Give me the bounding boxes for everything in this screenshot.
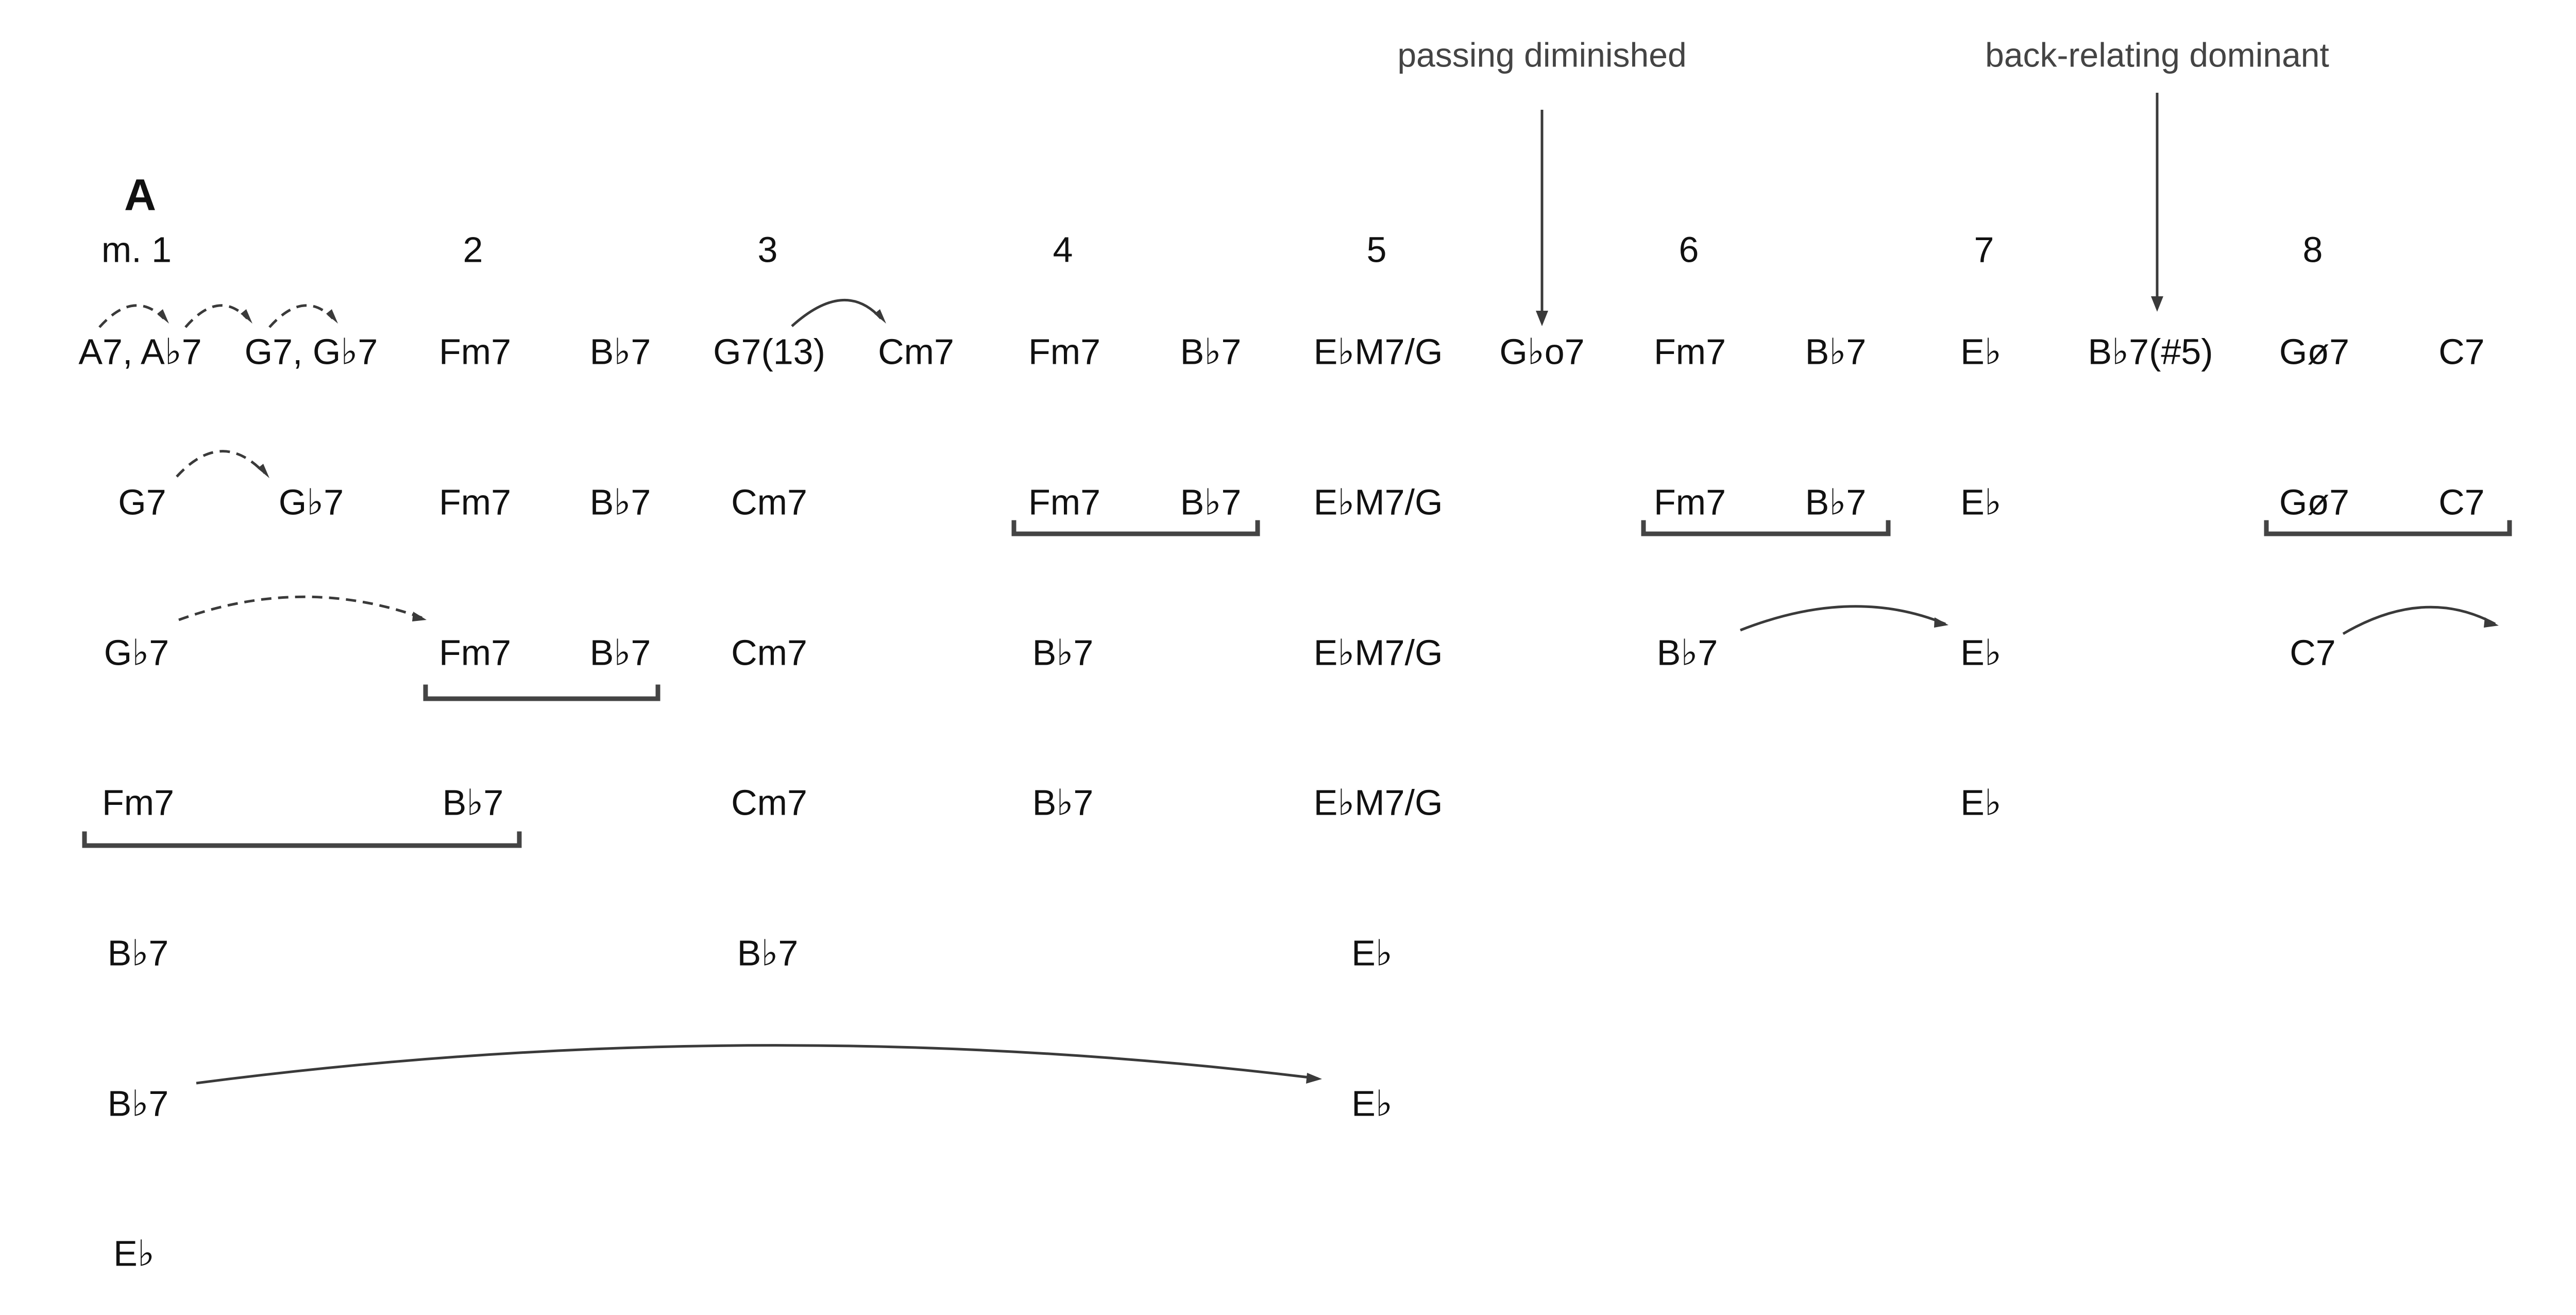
chord-r3-bb7-m6: B♭7 — [1657, 632, 1718, 672]
chord-r1-fm7: Fm7 — [439, 331, 511, 372]
chord-r2-bb7-m6: B♭7 — [1805, 482, 1867, 522]
measure-number-3: 3 — [758, 229, 778, 269]
chord-r1-bb7: B♭7 — [590, 331, 651, 372]
chord-r2-fm7-m4: Fm7 — [1028, 482, 1100, 522]
chord-r4-bb7-m4: B♭7 — [1032, 782, 1094, 822]
bracket-r2-m6 — [1641, 520, 1891, 536]
dashed-arc-r1-a — [98, 304, 165, 328]
chord-r2-gb7: G♭7 — [279, 482, 344, 522]
chord-r2-fm7: Fm7 — [439, 482, 511, 522]
chord-r1-cm7: Cm7 — [878, 331, 954, 372]
chord-r1-bb7-sharp5: B♭7(#5) — [2088, 331, 2213, 372]
chord-r4-bb7: B♭7 — [443, 782, 504, 822]
dashed-arc-head-r1-b — [241, 309, 252, 324]
chord-r1-a7-ab7: A7, A♭7 — [78, 331, 201, 372]
chord-r1-fm7-m6: Fm7 — [1654, 331, 1726, 372]
bracket-r3-m2 — [423, 684, 660, 701]
chord-r1-gbo7: G♭o7 — [1499, 331, 1584, 372]
measure-number-5: 5 — [1367, 229, 1387, 269]
chord-r1-eb: E♭ — [1960, 331, 2002, 372]
chord-r3-c7: C7 — [2290, 632, 2335, 672]
dashed-arc-r2 — [176, 450, 265, 478]
chord-r3-bb7: B♭7 — [590, 632, 651, 672]
chord-r5-eb: E♭ — [1351, 933, 1393, 973]
chord-r2-fm7-m6: Fm7 — [1654, 482, 1726, 522]
chord-r1-ebm7-g: E♭M7/G — [1314, 331, 1443, 372]
solid-arc-r6 — [196, 1044, 1318, 1085]
chord-r2-g7: G7 — [118, 482, 166, 522]
chord-r2-g-half-dim7: Gø7 — [2279, 482, 2349, 522]
chord-r1-bb7-m4: B♭7 — [1180, 331, 1242, 372]
dashed-arc-head-r3 — [412, 612, 427, 621]
section-label: A — [124, 171, 156, 220]
solid-arc-r3-m8 — [2342, 605, 2496, 635]
dashed-arc-r3 — [178, 595, 424, 621]
chord-r4-fm7: Fm7 — [102, 782, 174, 822]
chord-r2-eb: E♭ — [1960, 482, 2002, 522]
solid-arc-head-r3-m6 — [1934, 617, 1948, 628]
dashed-arc-head-r1-a — [157, 309, 169, 324]
chord-r2-bb7-m4: B♭7 — [1180, 482, 1242, 522]
chord-r6-eb: E♭ — [1351, 1083, 1393, 1123]
chord-r4-eb: E♭ — [1960, 782, 2002, 822]
bracket-r4-m1-2 — [82, 831, 522, 848]
chord-r1-g7-13: G7(13) — [713, 331, 825, 372]
chord-r5-bb7: B♭7 — [108, 933, 169, 973]
annotation-passing-diminished: passing diminished — [1397, 36, 1686, 74]
measure-number-6: 6 — [1679, 229, 1699, 269]
bracket-r2-m8 — [2264, 520, 2512, 536]
chord-r2-ebm7-g: E♭M7/G — [1314, 482, 1443, 522]
dashed-arc-head-r2 — [258, 464, 269, 478]
chord-r3-fm7: Fm7 — [439, 632, 511, 672]
solid-arc-head-r3-m8 — [2484, 617, 2499, 628]
measure-number-7: 7 — [1974, 229, 1994, 269]
bracket-r2-m4 — [1011, 520, 1260, 536]
measure-number-4: 4 — [1053, 229, 1073, 269]
chord-r1-bb7-m6: B♭7 — [1805, 331, 1867, 372]
chord-r2-cm7: Cm7 — [731, 482, 807, 522]
measure-number-1: m. 1 — [101, 229, 172, 269]
chord-r3-gb7: G♭7 — [104, 632, 169, 672]
solid-arc-r3-m6 — [1740, 605, 1946, 632]
solid-arc-head-r1 — [874, 309, 886, 324]
dashed-arc-r1-b — [184, 304, 248, 328]
solid-arc-r1 — [791, 298, 882, 327]
measure-number-2: 2 — [463, 229, 483, 269]
chord-r1-g7-gb7: G7, G♭7 — [245, 331, 378, 372]
chord-r1-fm7-m4: Fm7 — [1028, 331, 1100, 372]
chord-r1-c7: C7 — [2438, 331, 2484, 372]
chord-r3-eb: E♭ — [1960, 632, 2002, 672]
dashed-arc-head-r1-c — [326, 309, 338, 324]
chord-r6-bb7: B♭7 — [108, 1083, 169, 1123]
chord-r3-ebm7-g: E♭M7/G — [1314, 632, 1443, 672]
chord-r2-bb7: B♭7 — [590, 482, 651, 522]
chord-r7-eb: E♭ — [113, 1233, 155, 1273]
annotation-pointer-head-passing — [1536, 311, 1548, 326]
chord-r3-cm7: Cm7 — [731, 632, 807, 672]
annotation-pointer-head-back-relating — [2151, 296, 2163, 312]
dashed-arc-r1-c — [268, 304, 334, 328]
chord-r4-cm7: Cm7 — [731, 782, 807, 822]
chord-r1-g-half-dim7: Gø7 — [2279, 331, 2349, 372]
chord-r2-c7: C7 — [2438, 482, 2484, 522]
chord-r3-bb7-m4: B♭7 — [1032, 632, 1094, 672]
measure-number-8: 8 — [2303, 229, 2323, 269]
chord-r5-bb7-m3: B♭7 — [737, 933, 799, 973]
solid-arc-head-r6 — [1306, 1073, 1322, 1084]
annotation-back-relating-dominant: back-relating dominant — [1985, 36, 2329, 74]
chord-r4-ebm7-g: E♭M7/G — [1314, 782, 1443, 822]
